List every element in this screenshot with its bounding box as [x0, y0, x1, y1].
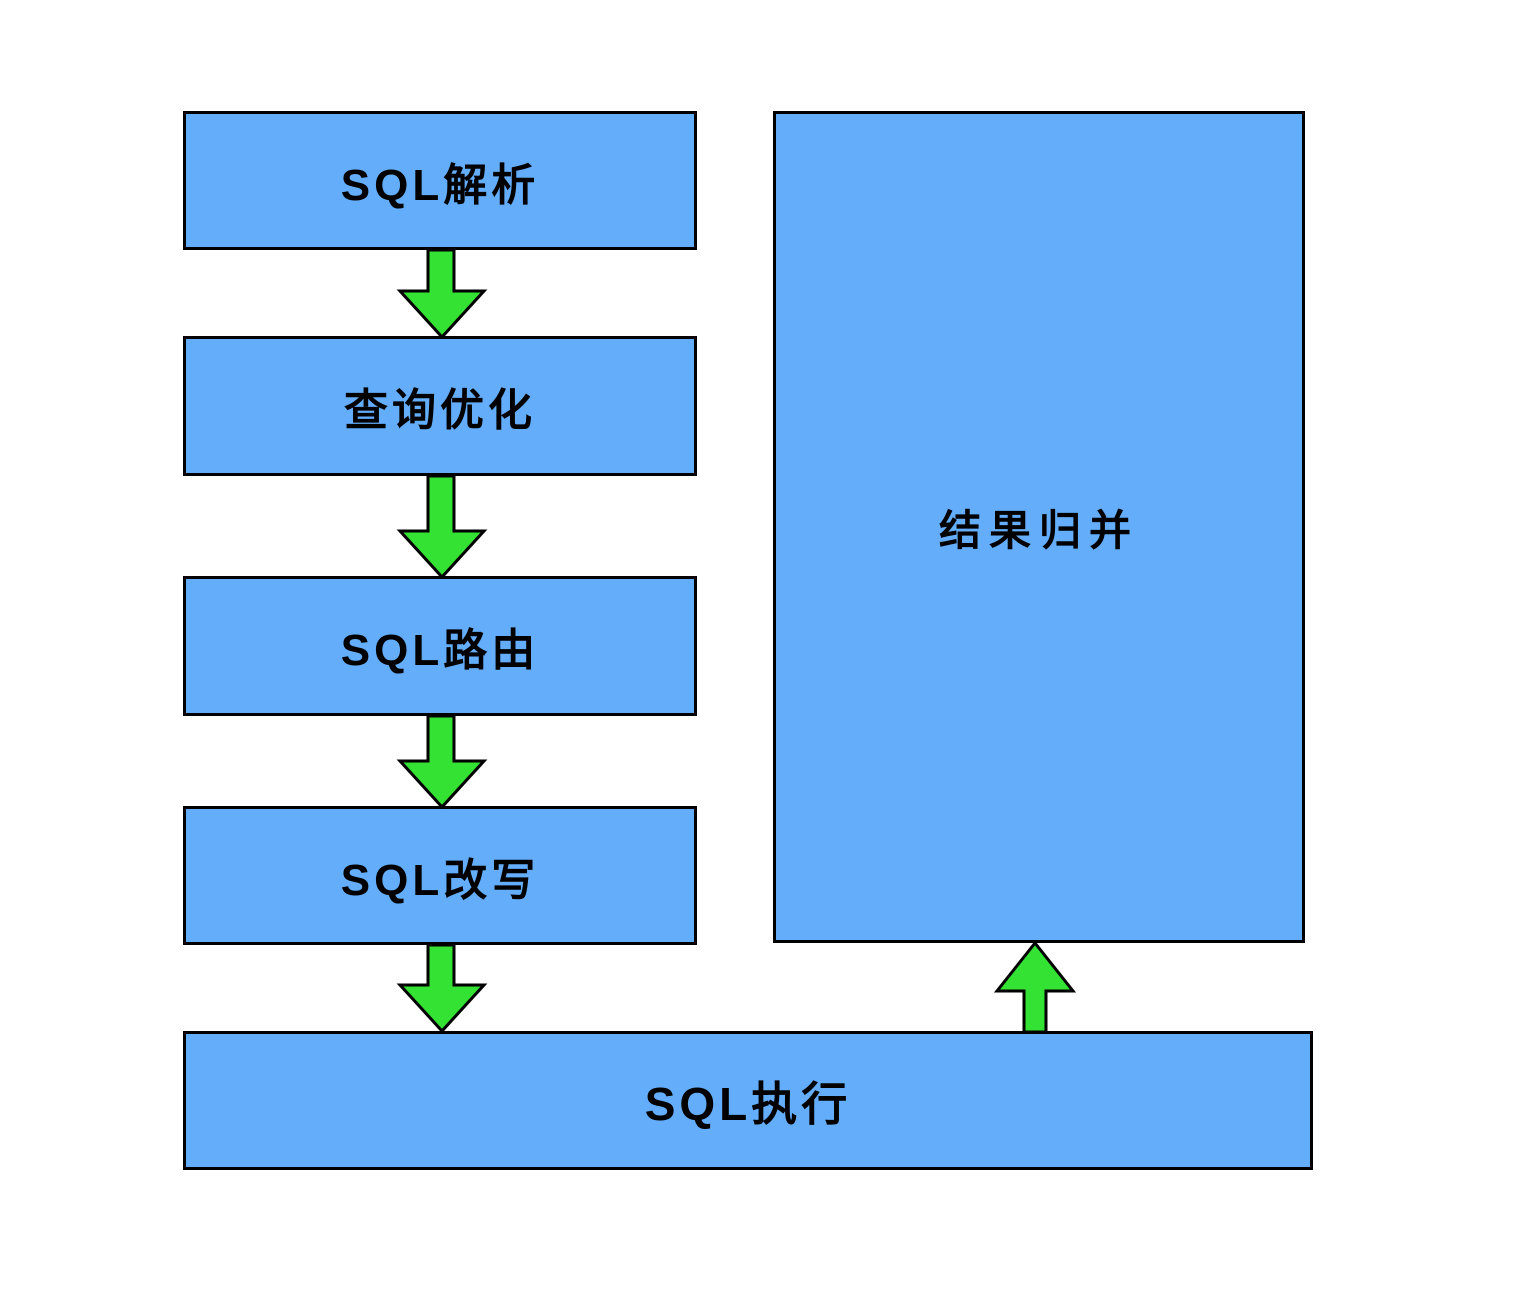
up-arrow-shape: [993, 940, 1077, 1034]
down-arrow-shape: [396, 248, 488, 340]
down-arrow-route-to-rewrite-icon: [396, 714, 488, 810]
node-sql-rewrite-label: SQL改写: [340, 855, 540, 905]
down-arrow-parse-to-optimize-icon: [396, 248, 488, 340]
node-sql-rewrite: SQL改写: [183, 806, 697, 945]
node-sql-execute: SQL执行: [183, 1031, 1313, 1170]
node-sql-execute-label: SQL执行: [644, 1077, 852, 1130]
node-sql-route-label: SQL路由: [340, 626, 540, 675]
node-result-merge-label: 结果归并: [938, 506, 1139, 554]
down-arrow-shape: [396, 474, 488, 580]
down-arrow-shape: [396, 943, 488, 1034]
node-query-optimize-label: 查询优化: [344, 386, 536, 435]
down-arrow-rewrite-to-execute-icon: [396, 943, 488, 1034]
node-sql-route: SQL路由: [183, 576, 697, 716]
node-sql-parse-label: SQL解析: [340, 160, 540, 210]
down-arrow-optimize-to-route-icon: [396, 474, 488, 580]
node-sql-parse: SQL解析: [183, 111, 697, 250]
node-query-optimize: 查询优化: [183, 336, 697, 476]
down-arrow-shape: [396, 714, 488, 810]
node-result-merge: 结果归并: [773, 111, 1305, 943]
up-arrow-execute-to-merge-icon: [993, 940, 1077, 1034]
